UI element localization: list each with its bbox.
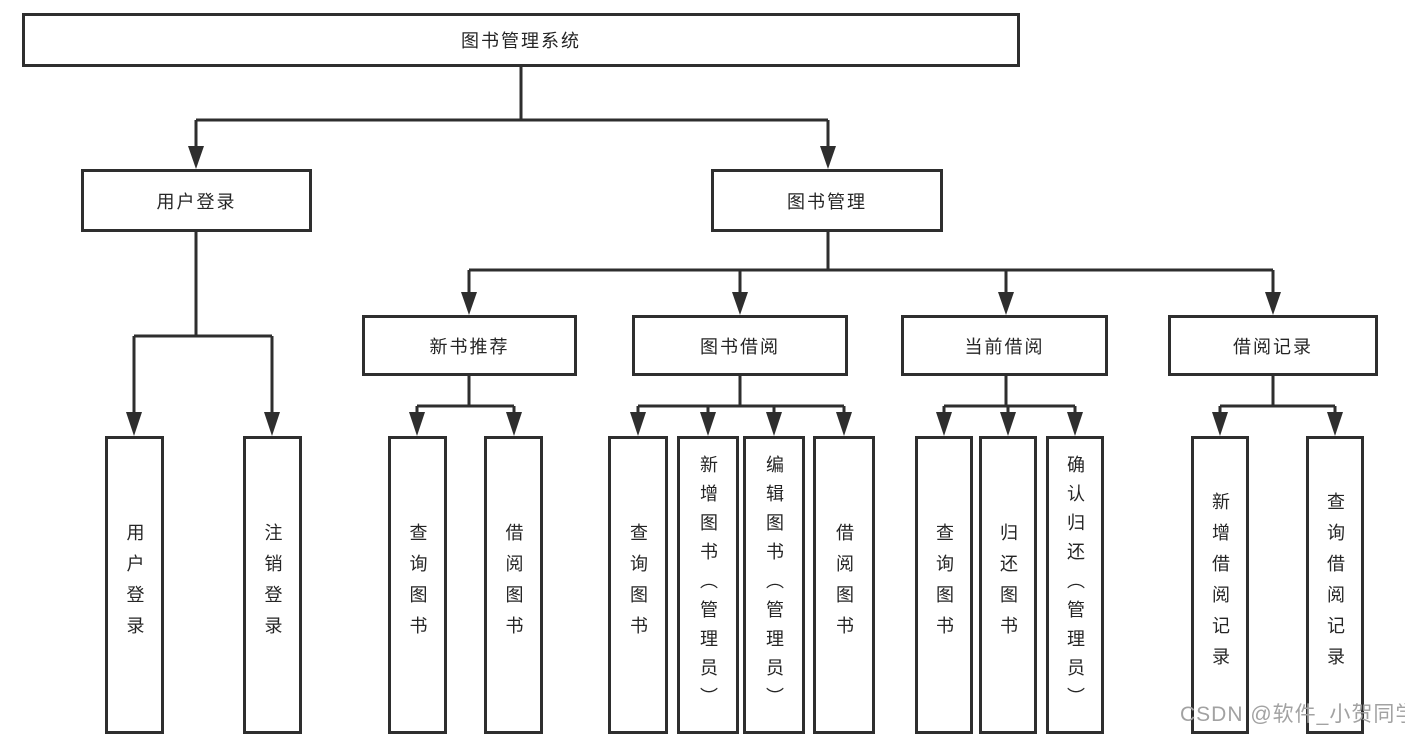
node-book-borrowing: 图书借阅 xyxy=(632,315,848,376)
leaf-logout: 注销登录 xyxy=(243,436,302,734)
leaf-borrowing-add-book-admin: 新增图书（管理员） xyxy=(677,436,739,734)
leaf-borrowing-query-book: 查询图书 xyxy=(608,436,668,734)
leaf-recommend-query-book: 查询图书 xyxy=(388,436,447,734)
arrowheads xyxy=(126,146,1343,436)
leaf-records-query-record: 查询借阅记录 xyxy=(1306,436,1364,734)
leaf-current-confirm-return-admin: 确认归还（管理员） xyxy=(1046,436,1104,734)
node-book-management: 图书管理 xyxy=(711,169,943,232)
node-borrowing-records: 借阅记录 xyxy=(1168,315,1378,376)
csdn-watermark: CSDN @软件_小贺同学 xyxy=(1180,703,1405,726)
leaf-records-add-record: 新增借阅记录 xyxy=(1191,436,1249,734)
leaf-borrowing-edit-book-admin: 编辑图书（管理员） xyxy=(743,436,805,734)
leaf-recommend-borrow-book: 借阅图书 xyxy=(484,436,543,734)
node-new-book-recommend: 新书推荐 xyxy=(362,315,577,376)
leaf-borrowing-borrow-book: 借阅图书 xyxy=(813,436,875,734)
leaf-current-return-book: 归还图书 xyxy=(979,436,1037,734)
node-library-management-system: 图书管理系统 xyxy=(22,13,1020,67)
leaf-user-login: 用户登录 xyxy=(105,436,164,734)
node-user-login: 用户登录 xyxy=(81,169,312,232)
leaf-current-query-book: 查询图书 xyxy=(915,436,973,734)
node-current-borrowing: 当前借阅 xyxy=(901,315,1108,376)
